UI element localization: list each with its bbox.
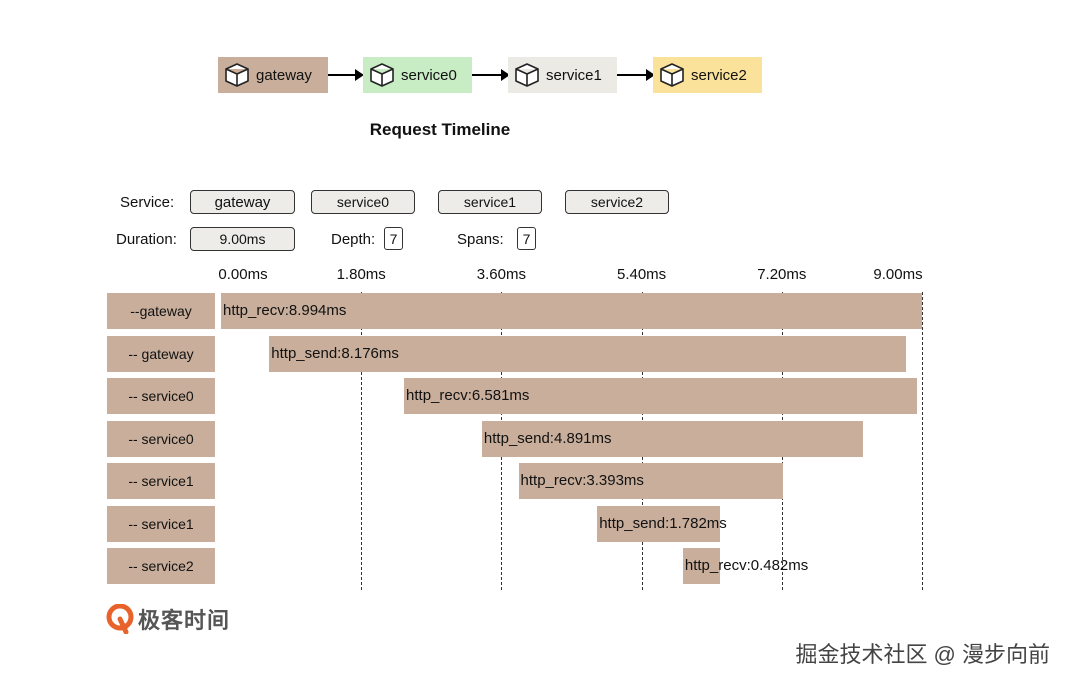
logo-text: 极客时间	[138, 608, 231, 633]
x-tick-label: 9.00ms	[873, 266, 923, 283]
x-tick-label: 5.40ms	[616, 266, 667, 283]
flow-node-label: service2	[691, 66, 747, 84]
row-label: -- service1	[107, 463, 215, 499]
flow-arrow	[328, 69, 364, 81]
depth-label: Depth:	[331, 231, 376, 248]
service-label: Service:	[120, 194, 175, 211]
flow-node-gateway: gateway	[218, 57, 328, 93]
span-bar[interactable]	[269, 336, 907, 372]
flow-node-label: service1	[546, 66, 602, 84]
span-label: http_send:4.891ms	[483, 430, 612, 447]
span-bar[interactable]	[221, 293, 922, 329]
span-label: http_recv:6.581ms	[406, 387, 530, 404]
depth-value: 7	[384, 227, 403, 250]
flow-arrow	[472, 69, 510, 81]
chart-title: Request Timeline	[369, 120, 511, 139]
cube-icon	[515, 63, 539, 87]
row-label: --gateway	[107, 293, 215, 329]
flow-node-label: gateway	[256, 66, 312, 84]
row-label: -- service0	[107, 421, 215, 457]
watermark: 掘金技术社区 @ 漫步向前	[795, 642, 1050, 667]
flow-node-label: service0	[401, 66, 457, 84]
span-bar[interactable]	[597, 506, 721, 542]
gridline	[361, 292, 363, 590]
flow-node-service2: service2	[653, 57, 762, 93]
service-pill-service2[interactable]: service2	[565, 190, 669, 214]
x-tick-label: 3.60ms	[476, 266, 526, 283]
spans-label: Spans:	[457, 231, 504, 248]
spans-value: 7	[517, 227, 536, 250]
x-tick-label: 0.00ms	[218, 266, 268, 283]
geektime-logo: 极客时间	[106, 603, 230, 635]
gridline	[922, 292, 923, 590]
span-bar[interactable]	[404, 378, 917, 414]
duration-value: 9.00ms	[190, 227, 295, 251]
flow-arrow	[617, 69, 655, 81]
flow-node-service0: service0	[363, 57, 472, 93]
cube-icon	[225, 63, 249, 87]
span-bar[interactable]	[518, 463, 783, 499]
row-label: -- service2	[107, 548, 215, 584]
x-tick-label: 1.80ms	[336, 266, 386, 283]
service-pill-service1[interactable]: service1	[438, 190, 542, 214]
cube-icon	[660, 63, 684, 87]
row-label: -- service0	[107, 378, 215, 414]
geektime-logo-icon	[106, 604, 134, 634]
row-label: -- service1	[107, 506, 215, 542]
span-bar[interactable]	[481, 421, 863, 457]
span-label: http_recv:0.482ms	[684, 557, 809, 574]
span-label: http_recv:3.393ms	[520, 472, 644, 489]
cube-icon	[370, 63, 394, 87]
span-label: http_send:8.176ms	[271, 345, 399, 362]
span-bar[interactable]	[682, 548, 721, 584]
span-label: http_send:1.782ms	[599, 515, 727, 532]
service-pill-service0[interactable]: service0	[311, 190, 415, 214]
x-tick-label: 7.20ms	[757, 266, 807, 283]
row-label: -- gateway	[107, 336, 215, 372]
flow-node-service1: service1	[508, 57, 617, 93]
service-pill-gateway[interactable]: gateway	[190, 190, 295, 214]
span-label: http_recv:8.994ms	[223, 302, 347, 319]
duration-label: Duration:	[116, 231, 177, 248]
